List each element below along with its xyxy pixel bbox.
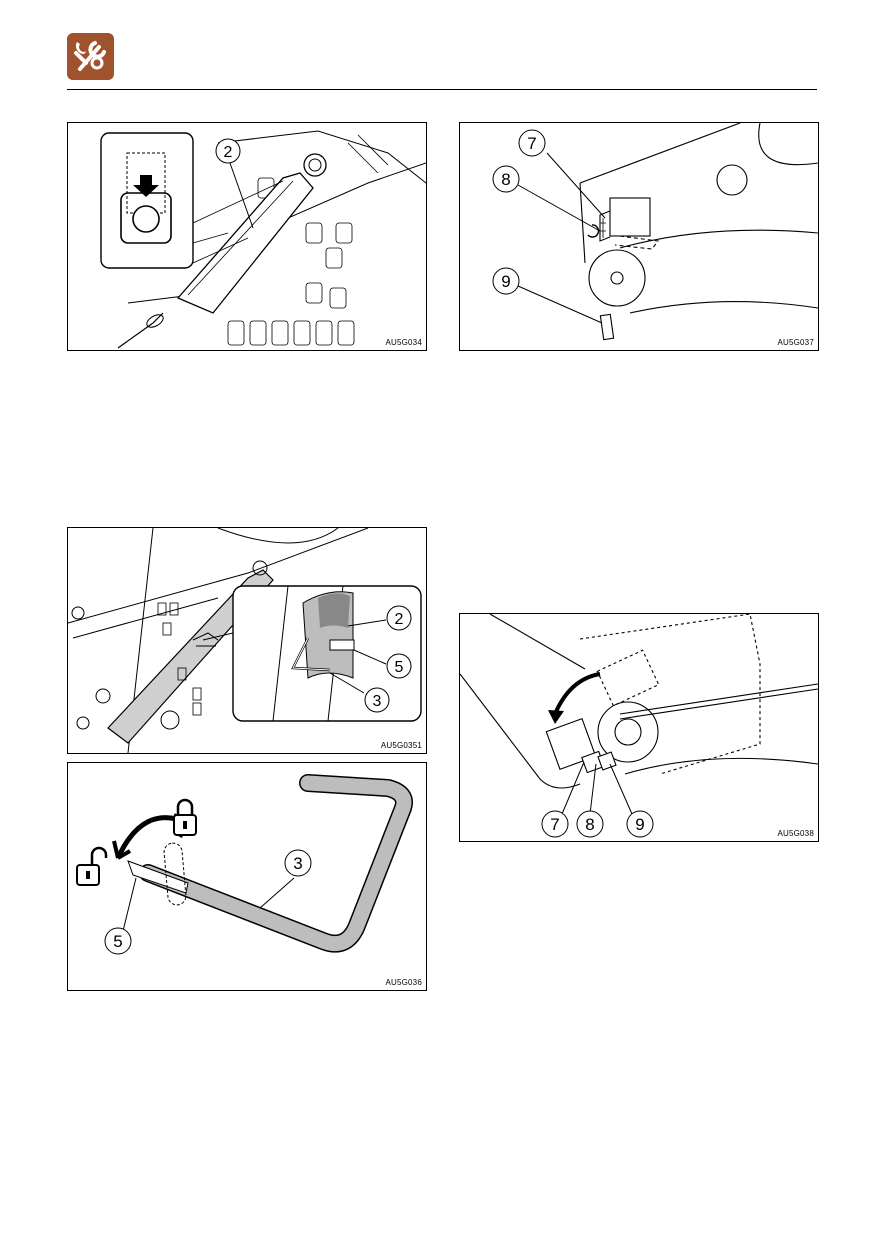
figure-au5g034: 2 AU5G034 — [67, 122, 427, 351]
unlocked-padlock-icon — [77, 848, 106, 885]
callout-3: 3 — [293, 854, 302, 873]
callout-9: 9 — [501, 272, 510, 291]
callout-8: 8 — [501, 170, 510, 189]
figure-code: AU5G037 — [777, 338, 814, 347]
callout-8: 8 — [585, 815, 594, 834]
callout-7: 7 — [527, 134, 536, 153]
figure-au5g038: 7 8 9 AU5G038 — [459, 613, 819, 842]
lock-lever-illustration: 3 5 — [68, 763, 426, 990]
callout-7: 7 — [550, 815, 559, 834]
figure-au5g037: 7 8 9 AU5G037 — [459, 122, 819, 351]
maintenance-wrench-icon — [67, 33, 114, 80]
figure-code: AU5G038 — [777, 829, 814, 838]
figure-code: AU5G0351 — [381, 741, 422, 750]
locked-padlock-icon — [174, 800, 196, 835]
figure-code: AU5G036 — [385, 978, 422, 987]
lock-pin-illustration: 7 8 9 — [460, 123, 818, 350]
lever-overview-illustration: 2 5 3 — [68, 528, 426, 753]
callout-3: 3 — [373, 693, 382, 710]
callout-5: 5 — [395, 659, 404, 676]
figure-code: AU5G034 — [385, 338, 422, 347]
figure-au5g036: 3 5 AU5G036 — [67, 762, 427, 991]
header-divider — [67, 89, 817, 90]
callout-9: 9 — [635, 815, 644, 834]
lever-pull-illustration: 2 — [68, 123, 426, 350]
callout-5: 5 — [113, 932, 122, 951]
lock-rotate-illustration: 7 8 9 — [460, 614, 818, 841]
figure-au5g0351: 2 5 3 AU5G0351 — [67, 527, 427, 754]
callout-2: 2 — [395, 611, 404, 628]
callout-2: 2 — [224, 144, 233, 161]
